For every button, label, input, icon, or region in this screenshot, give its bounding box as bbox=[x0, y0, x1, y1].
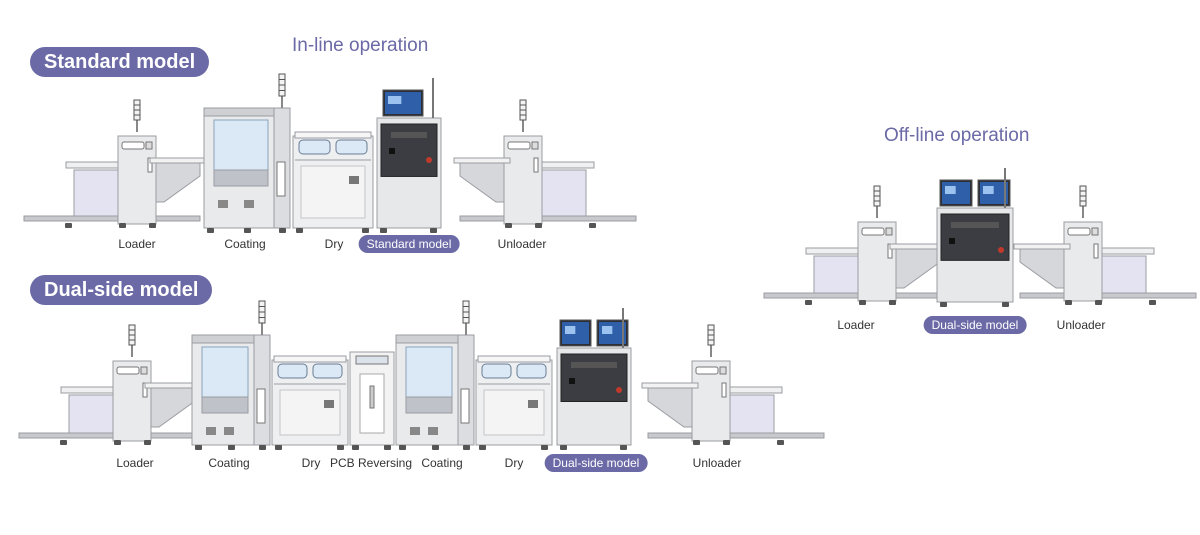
dual-dryer-machine-1 bbox=[271, 355, 349, 450]
standard-unloader-machine bbox=[453, 99, 637, 228]
offline-loader-label: Loader bbox=[837, 318, 875, 332]
standard-model-heading: Standard model bbox=[30, 47, 210, 77]
standard-unloader-label: Unloader bbox=[497, 237, 547, 251]
dual-side-machine bbox=[556, 308, 632, 450]
standard-model-label: Standard model bbox=[358, 235, 460, 253]
dual-loader-machine bbox=[18, 324, 202, 445]
dual-coating-label-2: Coating bbox=[421, 456, 463, 470]
offline-unloader-label: Unloader bbox=[1056, 318, 1106, 332]
dual-dryer-machine-2 bbox=[475, 355, 553, 450]
offline-operation-title: Off-line operation bbox=[884, 125, 1030, 146]
standard-coating-label: Coating bbox=[224, 237, 266, 251]
dual-unloader-label: Unloader bbox=[692, 456, 742, 470]
dual-pcb-reverser-machine bbox=[349, 351, 395, 450]
standard-dry-label: Dry bbox=[324, 237, 344, 251]
offline-loader-machine bbox=[763, 185, 947, 305]
inline-operation-title: In-line operation bbox=[292, 35, 429, 56]
standard-dryer-machine bbox=[292, 131, 374, 233]
dual-loader-label: Loader bbox=[116, 456, 154, 470]
offline-dual-side-model-label: Dual-side model bbox=[923, 316, 1027, 334]
dual-dry-label-2: Dry bbox=[504, 456, 524, 470]
standard-loader-label: Loader bbox=[118, 237, 156, 251]
dual-side-model-heading: Dual-side model bbox=[30, 275, 213, 305]
dual-pcb-reversing-label: PCB Reversing bbox=[329, 456, 413, 470]
standard-coating-machine bbox=[203, 73, 291, 233]
dual-coating-label-1: Coating bbox=[208, 456, 250, 470]
offline-unloader-machine bbox=[1013, 185, 1197, 305]
dual-side-model-label: Dual-side model bbox=[544, 454, 648, 472]
dual-coating-machine-1 bbox=[191, 300, 271, 450]
dual-unloader-machine bbox=[641, 324, 825, 445]
standard-loader-machine bbox=[23, 99, 207, 228]
dual-dry-label-1: Dry bbox=[301, 456, 321, 470]
standard-model-machine bbox=[376, 78, 442, 233]
offline-dual-side-machine bbox=[936, 168, 1014, 307]
dual-coating-machine-2 bbox=[395, 300, 475, 450]
